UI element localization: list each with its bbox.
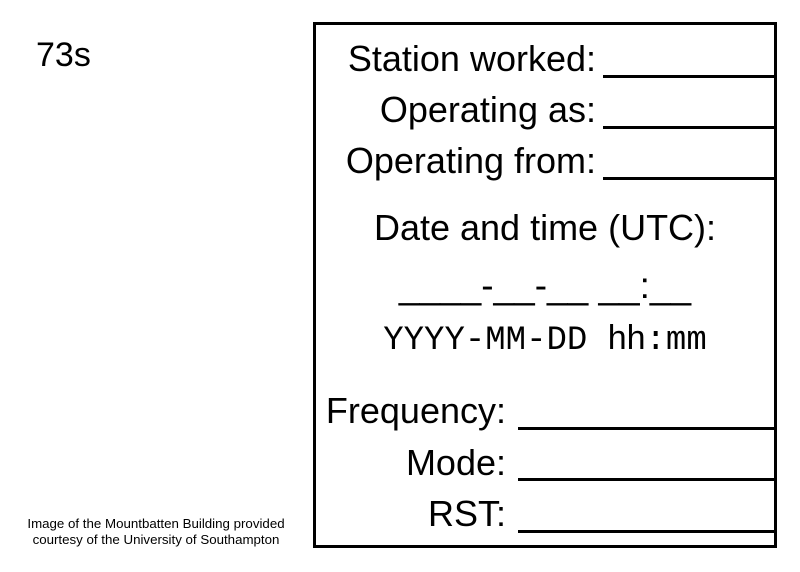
datetime-format-date-part: YYYY-MM-DD: [383, 322, 608, 360]
qso-details-box: Station worked: Operating as: Operating …: [313, 22, 777, 548]
datetime-format-minutes-part: :mm: [645, 322, 707, 360]
frequency-label: Frequency:: [325, 390, 506, 431]
rst-blank-line: [518, 530, 774, 533]
seventy-threes-greeting: 73s: [36, 36, 91, 74]
image-credit-line1: Image of the Mountbatten Building provid…: [27, 516, 285, 531]
operating-as-label: Operating as:: [379, 89, 596, 130]
datetime-format-hint: YYYY-MM-DD hh:mm: [316, 321, 774, 358]
image-credit-line2: courtesy of the University of Southampto…: [32, 531, 280, 547]
frequency-blank-line: [518, 427, 774, 430]
operating-from-blank-line: [603, 177, 774, 180]
datetime-heading: Date and time (UTC):: [373, 207, 717, 248]
datetime-blank-line: ____-__-__ __:__: [398, 265, 692, 306]
mode-label: Mode:: [405, 442, 506, 483]
station-worked-blank-line: [603, 75, 774, 78]
image-credit: Image of the Mountbatten Building provid…: [10, 516, 302, 548]
operating-from-label: Operating from:: [345, 140, 596, 181]
mode-blank-line: [518, 478, 774, 481]
operating-as-blank-line: [603, 126, 774, 129]
rst-label: RST:: [427, 493, 506, 534]
station-worked-label: Station worked:: [347, 38, 596, 79]
datetime-format-hours-part: hh: [607, 319, 646, 357]
